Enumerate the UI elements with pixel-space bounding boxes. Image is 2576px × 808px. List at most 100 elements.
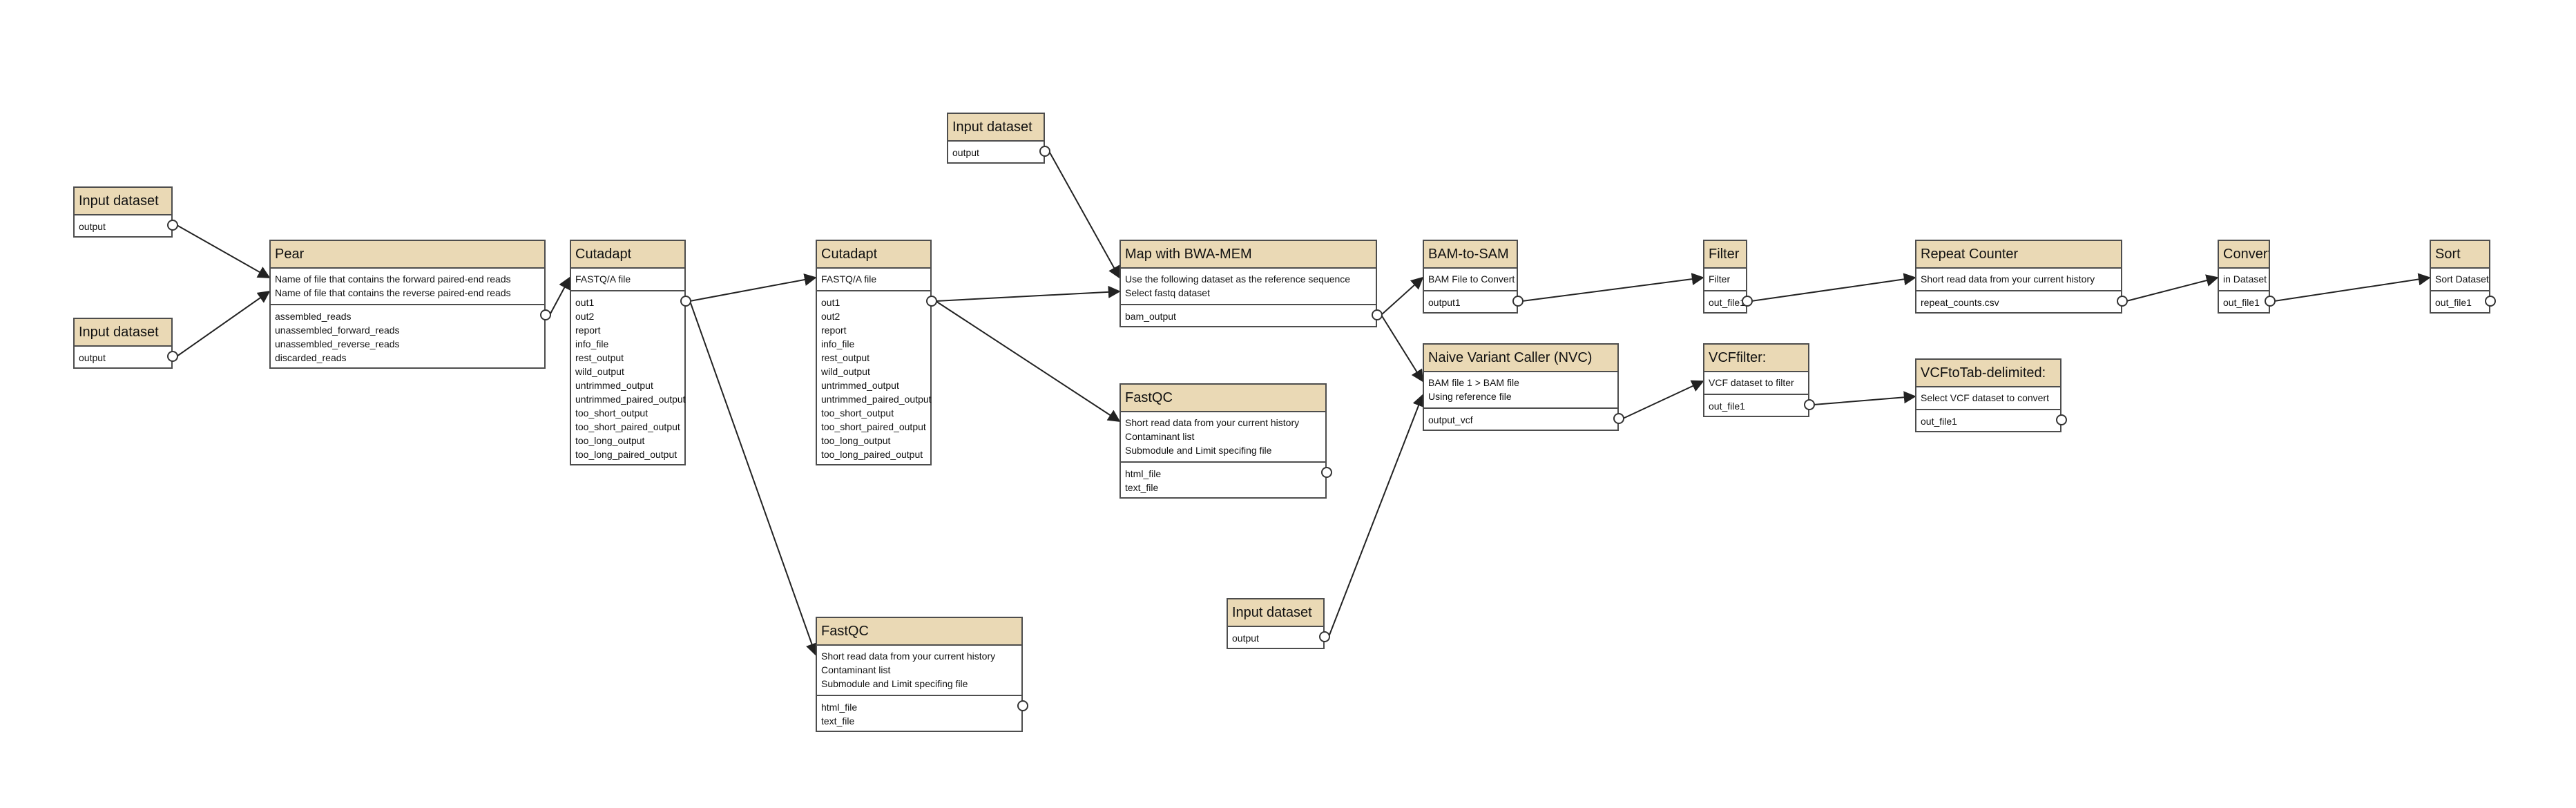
input-terminal-label[interactable]: FASTQ/A file — [575, 273, 631, 285]
output-terminal-label[interactable]: report — [821, 325, 847, 336]
output-terminal-label[interactable]: out_file1 — [1709, 297, 1745, 308]
output-terminal-label[interactable]: output — [1232, 633, 1259, 644]
input-terminal-label[interactable]: FASTQ/A file — [821, 273, 877, 285]
output-port-icon[interactable] — [167, 351, 178, 362]
input-terminal-label[interactable]: Sort Dataset — [2435, 273, 2489, 285]
input-terminal-label[interactable]: Using reference file — [1428, 391, 1512, 402]
output-port-icon[interactable] — [1039, 146, 1050, 157]
output-terminal-label[interactable]: bam_output — [1125, 311, 1176, 322]
output-terminal-label[interactable]: report — [575, 325, 601, 336]
input-terminal-label[interactable]: Contaminant list — [821, 664, 891, 675]
output-terminal-label[interactable]: text_file — [821, 715, 855, 727]
output-terminal-label[interactable]: rest_output — [575, 352, 624, 363]
output-terminal-label[interactable]: output — [952, 147, 979, 158]
output-port-icon[interactable] — [2265, 296, 2276, 307]
node-vcftotab[interactable]: VCFtoTab-delimited:Select VCF dataset to… — [1915, 358, 2061, 432]
input-terminal-label[interactable]: Name of file that contains the forward p… — [275, 273, 511, 285]
output-terminal-label[interactable]: out_file1 — [1921, 416, 1957, 427]
input-terminal-label[interactable]: Name of file that contains the reverse p… — [275, 287, 511, 298]
output-terminal-label[interactable]: too_long_output — [821, 435, 891, 446]
output-terminal-label[interactable]: discarded_reads — [275, 352, 347, 363]
input-terminal-label[interactable]: Select VCF dataset to convert — [1921, 392, 2049, 403]
output-port-icon[interactable] — [1613, 413, 1624, 424]
output-port-icon[interactable] — [1742, 296, 1753, 307]
input-terminal-label[interactable]: VCF dataset to filter — [1709, 377, 1794, 388]
output-terminal-label[interactable]: info_file — [575, 338, 609, 349]
input-terminal-label[interactable]: Submodule and Limit specifing file — [1125, 445, 1272, 456]
output-port-icon[interactable] — [1321, 467, 1332, 478]
input-terminal-label[interactable]: Use the following dataset as the referen… — [1125, 273, 1351, 285]
output-port-icon[interactable] — [2056, 414, 2067, 425]
output-terminal-label[interactable]: out2 — [821, 311, 840, 322]
input-terminal-label[interactable]: Contaminant list — [1125, 431, 1195, 442]
output-terminal-label[interactable]: too_long_output — [575, 435, 645, 446]
output-terminal-label[interactable]: unassembled_reverse_reads — [275, 338, 400, 349]
input-terminal-label[interactable]: Select fastq dataset — [1125, 287, 1210, 298]
output-terminal-label[interactable]: out_file1 — [2435, 297, 2472, 308]
output-terminal-label[interactable]: output_vcf — [1428, 414, 1473, 425]
output-terminal-label[interactable]: repeat_counts.csv — [1921, 297, 1999, 308]
output-terminal-label[interactable]: wild_output — [821, 366, 870, 377]
output-port-icon[interactable] — [2485, 296, 2496, 307]
output-terminal-label[interactable]: output — [79, 352, 106, 363]
output-terminal-label[interactable]: too_short_output — [821, 407, 894, 419]
input-terminal-label[interactable]: BAM File to Convert — [1428, 273, 1515, 285]
output-port-icon[interactable] — [680, 296, 691, 307]
input-terminal-label[interactable]: Filter — [1709, 273, 1731, 285]
input-terminal-label[interactable]: Short read data from your current histor… — [1921, 273, 2095, 285]
input-terminal-label[interactable]: Submodule and Limit specifing file — [821, 678, 968, 689]
output-port-icon[interactable] — [926, 296, 937, 307]
output-terminal-label[interactable]: out_file1 — [2223, 297, 2260, 308]
output-terminal-label[interactable]: rest_output — [821, 352, 870, 363]
output-port-icon[interactable] — [1512, 296, 1524, 307]
input-terminal-label[interactable]: Short read data from your current histor… — [1125, 417, 1300, 428]
output-terminal-label[interactable]: too_short_paired_output — [575, 421, 680, 432]
output-terminal-label[interactable]: untrimmed_output — [821, 380, 899, 391]
output-terminal-label[interactable]: wild_output — [575, 366, 624, 377]
output-terminal-label[interactable]: html_file — [821, 702, 858, 713]
output-terminal-label[interactable]: too_long_paired_output — [575, 449, 677, 460]
output-terminal-label[interactable]: out1 — [575, 297, 595, 308]
output-terminal-label[interactable]: text_file — [1125, 482, 1159, 493]
output-port-icon[interactable] — [167, 220, 178, 231]
output-port-icon[interactable] — [1372, 309, 1383, 320]
output-port-icon[interactable] — [1319, 631, 1330, 642]
output-terminal-label[interactable]: html_file — [1125, 468, 1162, 479]
output-terminal-label[interactable]: info_file — [821, 338, 855, 349]
output-terminal-label[interactable]: too_long_paired_output — [821, 449, 923, 460]
output-terminal-label[interactable]: output1 — [1428, 297, 1461, 308]
output-terminal-label[interactable]: unassembled_forward_reads — [275, 325, 400, 336]
output-terminal-label[interactable]: output — [79, 221, 106, 232]
input-terminal-label[interactable]: BAM file 1 > BAM file — [1428, 377, 1519, 388]
output-terminal-label[interactable]: out2 — [575, 311, 595, 322]
output-terminal-label[interactable]: too_short_output — [575, 407, 648, 419]
output-terminal-label[interactable]: untrimmed_output — [575, 380, 653, 391]
output-terminal-label[interactable]: out_file1 — [1709, 401, 1745, 412]
input-terminal-label[interactable]: Short read data from your current histor… — [821, 651, 996, 662]
output-terminal-label[interactable]: untrimmed_paired_output — [575, 394, 686, 405]
output-terminal-label[interactable]: out1 — [821, 297, 840, 308]
output-port-icon[interactable] — [540, 309, 551, 320]
input-terminal-label[interactable]: in Dataset — [2223, 273, 2267, 285]
output-port-icon[interactable] — [1804, 399, 1815, 410]
output-port-icon[interactable] — [2117, 296, 2128, 307]
node-nvc[interactable]: Naive Variant Caller (NVC)BAM file 1 > B… — [1423, 343, 1619, 431]
output-port-icon[interactable] — [1017, 700, 1028, 711]
output-terminal-label[interactable]: too_short_paired_output — [821, 421, 926, 432]
